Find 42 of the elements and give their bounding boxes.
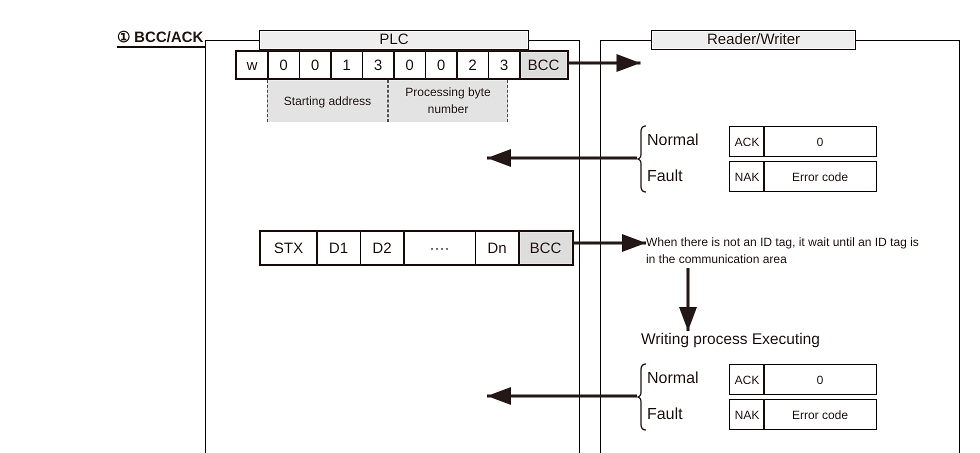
frame-cell: 3 [363, 52, 393, 78]
frame-cell: 0 [300, 52, 330, 78]
table-cell: NAK [729, 161, 765, 192]
lane-header: Reader/Writer [651, 30, 856, 50]
frame-cell: ···· [404, 232, 474, 264]
frame-cell: 1 [332, 52, 362, 78]
frame-cell: D2 [361, 232, 403, 264]
table-cell: NAK [729, 399, 765, 430]
status-label: Normal [647, 370, 699, 388]
frame-cell: 2 [458, 52, 488, 78]
section-heading: ① BCC/ACK [117, 28, 206, 48]
frame-cell: Dn [476, 232, 518, 264]
note-text: Writing process Executing [641, 331, 901, 348]
field-band: Starting address [267, 80, 388, 122]
table-cell: Error code [763, 399, 877, 430]
arrow [487, 149, 637, 167]
frame-cell: BCC [520, 52, 566, 78]
note-text: When there is not an ID tag, it wait until an ID tag is in the communication area [646, 234, 928, 268]
frame-cell: w [237, 52, 267, 78]
field-band: Processing byte number [388, 80, 508, 122]
message-frame [259, 230, 574, 266]
frame-cell: BCC [520, 232, 572, 264]
status-label: Normal [647, 132, 699, 150]
frame-cell: 0 [394, 52, 424, 78]
arrow [679, 268, 697, 331]
arrow [487, 387, 637, 405]
frame-cell: STX [261, 232, 316, 264]
frame-cell: 3 [489, 52, 519, 78]
frame-cell: 0 [426, 52, 456, 78]
table-cell: ACK [729, 126, 765, 157]
status-label: Fault [647, 406, 683, 424]
status-label: Fault [647, 168, 683, 186]
frame-cell: D1 [318, 232, 360, 264]
table-cell: 0 [763, 126, 877, 157]
table-cell: Error code [763, 161, 877, 192]
arrow [574, 234, 646, 252]
frame-cell: 0 [268, 52, 298, 78]
message-frame [235, 50, 568, 80]
lane-header: PLC [259, 30, 529, 50]
table-cell: ACK [729, 364, 765, 395]
arrow [568, 54, 640, 72]
table-cell: 0 [763, 364, 877, 395]
